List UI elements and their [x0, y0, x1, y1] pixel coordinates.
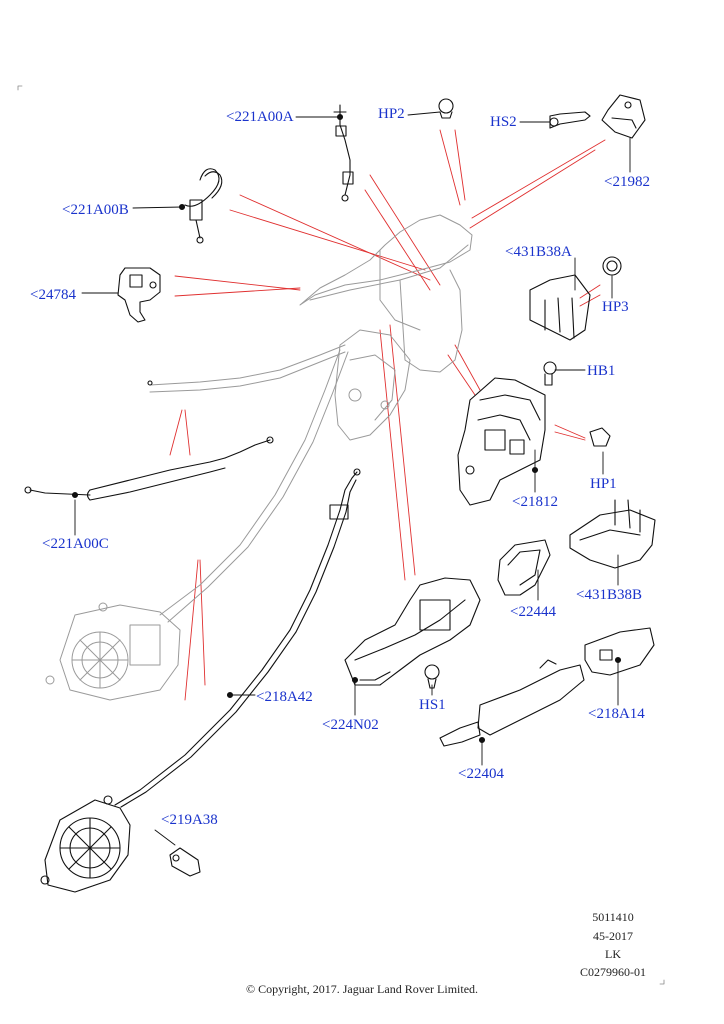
callout-21812[interactable]: <21812	[512, 494, 558, 510]
callout-431B38B[interactable]: <431B38B	[576, 587, 642, 603]
callout-224N02[interactable]: <224N02	[322, 717, 379, 733]
hp2-plug	[438, 98, 454, 119]
reference-initials: LK	[605, 947, 621, 961]
leader-lines	[74, 111, 631, 846]
hs2-screw	[549, 111, 591, 129]
cable-221A00B	[178, 168, 223, 244]
callout-219A38[interactable]: <219A38	[161, 812, 218, 828]
callout-HS1[interactable]: HS1	[419, 697, 446, 713]
bracket-24784	[117, 267, 161, 323]
callout-218A42[interactable]: <218A42	[256, 689, 313, 705]
cover-431B38B	[569, 499, 656, 569]
callout-22404[interactable]: <22404	[458, 766, 504, 782]
connector-219A38	[169, 847, 201, 877]
rod-221A00A	[333, 104, 354, 202]
cable-221A00C	[24, 380, 274, 501]
callout-21982[interactable]: <21982	[604, 174, 650, 190]
housing-224N02	[344, 577, 481, 686]
callout-HP3[interactable]: HP3	[602, 299, 629, 315]
hs1-screw	[424, 664, 440, 689]
cap-218A14	[584, 627, 655, 676]
hb1-bolt	[543, 361, 557, 386]
callout-221A00A[interactable]: <221A00A	[226, 109, 294, 125]
reference-number: 5011410	[592, 910, 634, 924]
hp1-plug	[589, 427, 611, 447]
callout-22444[interactable]: <22444	[510, 604, 556, 620]
red-leader-lines	[169, 129, 606, 701]
striker-21982	[601, 94, 646, 139]
cover-431B38A	[529, 274, 591, 341]
callout-221A00C[interactable]: <221A00C	[42, 536, 109, 552]
gasket-22444	[497, 539, 551, 596]
copyright-notice: © Copyright, 2017. Jaguar Land Rover Lim…	[245, 982, 479, 996]
cable-218A42	[114, 468, 361, 808]
callout-431B38A[interactable]: <431B38A	[505, 244, 572, 260]
callout-218A14[interactable]: <218A14	[588, 706, 645, 722]
callout-HP2[interactable]: HP2	[378, 106, 405, 122]
callout-24784[interactable]: <24784	[30, 287, 76, 303]
reference-date: 45-2017	[593, 929, 633, 943]
handle-22404	[439, 659, 585, 747]
latch-21812	[457, 377, 546, 506]
actuator-219A38	[40, 795, 131, 893]
hp3-plug	[602, 256, 622, 276]
callout-HS2[interactable]: HS2	[490, 114, 517, 130]
callout-221A00B[interactable]: <221A00B	[62, 202, 129, 218]
reference-code: C0279960-01	[580, 965, 646, 979]
callout-HB1[interactable]: HB1	[587, 363, 616, 379]
registration-marks	[17, 85, 665, 985]
callout-HP1[interactable]: HP1	[590, 476, 617, 492]
ghost-door-latch-assembly	[45, 214, 473, 701]
